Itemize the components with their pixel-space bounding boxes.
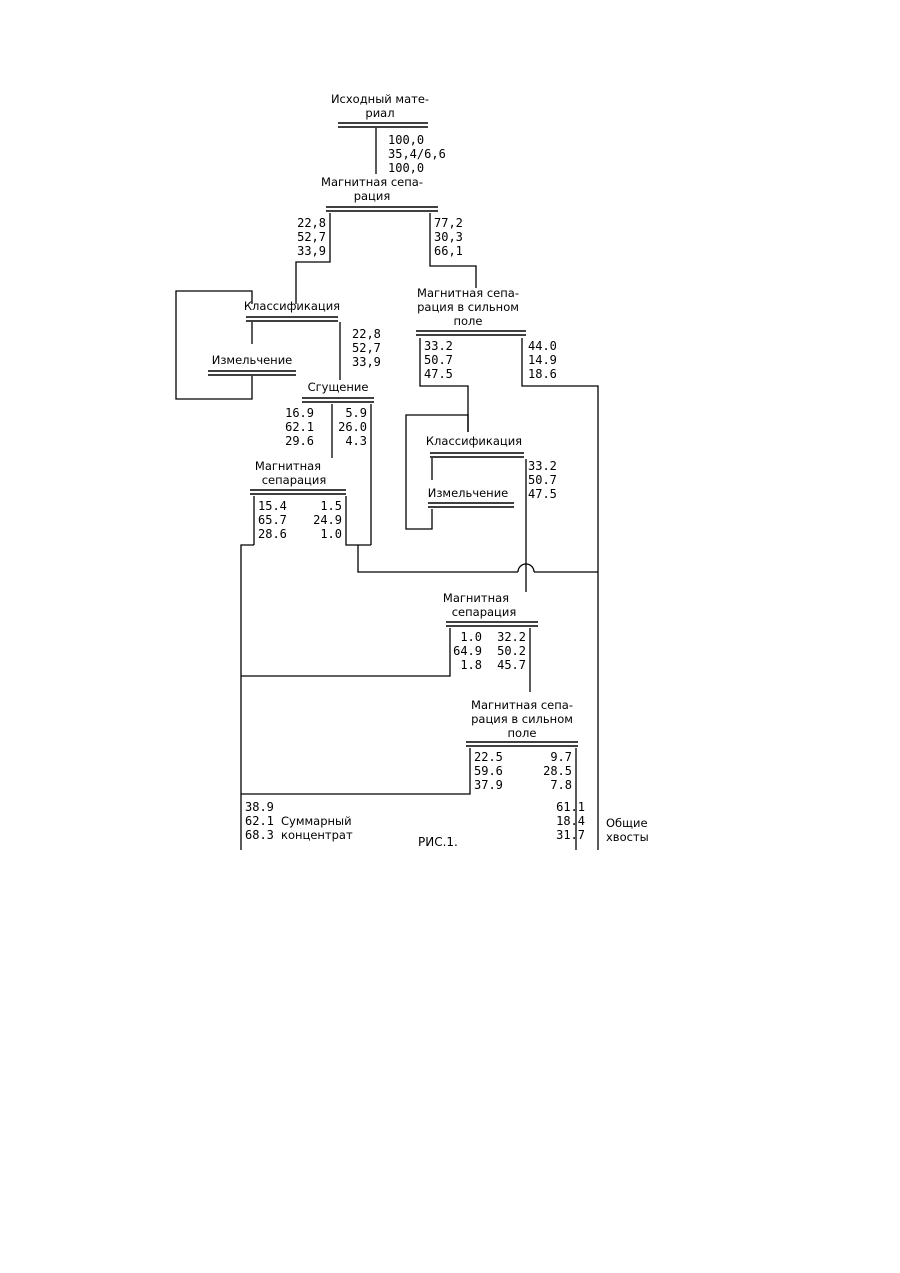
value-strong1-left: 33.2: [424, 339, 453, 353]
value-sep3-right: 45.7: [497, 658, 526, 672]
value-sep1-left: 52,7: [297, 230, 326, 244]
label-concentrate-line2: концентрат: [281, 828, 353, 842]
value-source: 35,4/6,6: [388, 147, 446, 161]
flow-line: [241, 628, 450, 676]
op-mag-sep-3-line2: сепарация: [452, 605, 517, 619]
value-source: 100,0: [388, 133, 424, 147]
value-strong1-left: 47.5: [424, 367, 453, 381]
value-sep2-left: 15.4: [258, 499, 287, 513]
value-sep3-left: 1.0: [460, 630, 482, 644]
op-mag-sep-1-line1: Магнитная сепа-: [321, 175, 423, 189]
op-grinding-2: Измельчение: [428, 486, 509, 500]
recycle-line: [406, 415, 468, 529]
value-source: 100,0: [388, 161, 424, 175]
value-thick-right: 4.3: [345, 434, 367, 448]
recycle-line: [176, 291, 252, 399]
value-sep1-left: 22,8: [297, 216, 326, 230]
value-sep3-right: 50.2: [497, 644, 526, 658]
op-mag-sep-strong-2-line3: поле: [508, 726, 537, 740]
value-class2-out: 33.2: [528, 459, 557, 473]
value-sep2-right: 1.5: [320, 499, 342, 513]
value-strong1-right: 18.6: [528, 367, 557, 381]
value-strong2-right: 7.8: [550, 778, 572, 792]
op-mag-sep-3-line1: Магнитная: [443, 591, 509, 605]
value-sep2-right: 24.9: [313, 513, 342, 527]
value-sep2-left: 65.7: [258, 513, 287, 527]
value-tails: 18.4: [556, 814, 585, 828]
op-thickening: Сгущение: [308, 380, 369, 394]
label-tails-line1: Общие: [606, 816, 648, 830]
value-strong1-left: 50.7: [424, 353, 453, 367]
value-sep1-right: 77,2: [434, 216, 463, 230]
value-class1-out: 52,7: [352, 341, 381, 355]
label-tails-line2: хвосты: [606, 830, 649, 844]
value-sep1-right: 30,3: [434, 230, 463, 244]
value-sep2-right: 1.0: [320, 527, 342, 541]
value-strong2-left: 37.9: [474, 778, 503, 792]
op-grinding-1: Измельчение: [212, 353, 293, 367]
op-mag-sep-strong-2-line2: рация в сильном: [471, 712, 573, 726]
value-sep1-left: 33,9: [297, 244, 326, 258]
op-mag-sep-strong-1-line2: рация в сильном: [417, 300, 519, 314]
op-classification-2: Классификация: [426, 434, 522, 448]
op-source-line1: Исходный мате-: [331, 92, 429, 106]
value-sep2-left: 28.6: [258, 527, 287, 541]
op-mag-sep-2-line1: Магнитная: [255, 459, 321, 473]
op-source-line2: риал: [365, 106, 394, 120]
value-strong2-left: 22.5: [474, 750, 503, 764]
op-classification-1: Классификация: [244, 299, 340, 313]
op-mag-sep-strong-2-line1: Магнитная сепа-: [471, 698, 573, 712]
op-mag-sep-2-line2: сепарация: [262, 473, 327, 487]
value-thick-right: 26.0: [338, 420, 367, 434]
value-thick-right: 5.9: [345, 406, 367, 420]
value-sep3-right: 32.2: [497, 630, 526, 644]
value-class2-out: 47.5: [528, 487, 557, 501]
flow-line: [346, 496, 371, 545]
value-strong1-right: 14.9: [528, 353, 557, 367]
value-tails: 31.7: [556, 828, 585, 842]
value-class1-out: 33,9: [352, 355, 381, 369]
value-thick-left: 29.6: [285, 434, 314, 448]
figure-caption: РИС.1.: [418, 835, 458, 849]
label-concentrate-line1: Суммарный: [281, 814, 352, 828]
value-thick-left: 62.1: [285, 420, 314, 434]
op-mag-sep-strong-1-line3: поле: [454, 314, 483, 328]
value-class2-out: 50.7: [528, 473, 557, 487]
op-mag-sep-1-line2: рация: [354, 189, 391, 203]
value-sep1-right: 66,1: [434, 244, 463, 258]
value-tails: 61.1: [556, 800, 585, 814]
value-sep3-left: 64.9: [453, 644, 482, 658]
value-strong2-left: 59.6: [474, 764, 503, 778]
value-sep3-left: 1.8: [460, 658, 482, 672]
value-thick-left: 16.9: [285, 406, 314, 420]
value-class1-out: 22,8: [352, 327, 381, 341]
op-mag-sep-strong-1-line1: Магнитная сепа-: [417, 286, 519, 300]
value-concentrate: 68.3: [245, 828, 274, 842]
value-concentrate: 38.9: [245, 800, 274, 814]
value-strong2-right: 9.7: [550, 750, 572, 764]
value-strong2-right: 28.5: [543, 764, 572, 778]
value-concentrate: 62.1: [245, 814, 274, 828]
flow-line: [358, 545, 518, 572]
value-strong1-right: 44.0: [528, 339, 557, 353]
flow-line: [241, 748, 470, 794]
